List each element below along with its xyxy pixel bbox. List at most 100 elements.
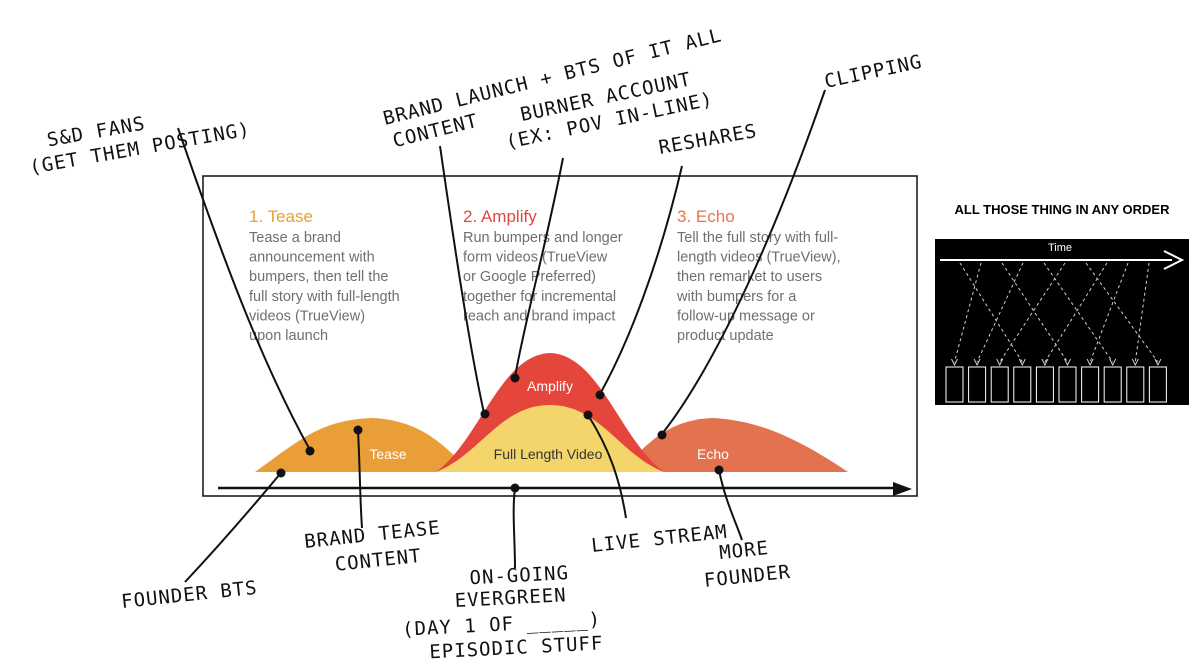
dot-clipping (657, 430, 667, 440)
order-arrowhead (1109, 358, 1117, 367)
annotation-brand-tease: BRAND TEASE CONTENT (303, 517, 441, 576)
pointer-brand-launch (439, 145, 485, 414)
time-axis (217, 486, 899, 490)
phase-title-tease: 1. Tease (249, 207, 313, 226)
curve-label-echo: Echo (697, 446, 729, 462)
time-axis-arrowhead (893, 482, 912, 496)
dot-reshares (595, 390, 605, 400)
phase-body-line: product update (677, 328, 774, 344)
pointer-founder-bts (184, 473, 281, 583)
dot-sd-fans (305, 446, 315, 456)
order-arrowhead (973, 358, 981, 367)
phase-body-line: reach and brand impact (463, 308, 615, 324)
order-box (1103, 366, 1122, 403)
order-arrowhead (1018, 358, 1026, 367)
order-dashed-arrow (954, 262, 982, 363)
order-box (990, 366, 1009, 403)
phase-body-line: full story with full-length (249, 289, 400, 305)
phase-body-line: then remarket to users (677, 269, 822, 285)
order-arrowhead (996, 358, 1004, 367)
phase-body-line: follow-up message or (677, 308, 815, 324)
phase-amplify: 2. Amplify Run bumpers and longer form vi… (463, 207, 623, 324)
pointer-dots (276, 373, 724, 493)
time-label: Time (1048, 242, 1072, 254)
curve-tease (255, 418, 470, 472)
order-box (1035, 366, 1054, 403)
annotation-ongoing: ON-GOING EVERGREEN (DAY 1 OF _____) EPIS… (402, 562, 604, 663)
pointer-sd-fans (177, 127, 311, 451)
order-arrowhead (1086, 358, 1094, 367)
phase-body-line: upon launch (249, 328, 328, 344)
pointer-burner (514, 157, 564, 378)
order-arrowhead (1154, 358, 1162, 367)
order-arrowhead (1064, 358, 1071, 367)
annotation-founder-bts: FOUNDER BTS (120, 577, 258, 613)
phase-body-line: Tease a brand (249, 230, 341, 246)
annotation-clipping: CLIPPING (822, 51, 924, 93)
order-box (1148, 366, 1167, 403)
svg-text:BRAND TEASE: BRAND TEASE (303, 517, 441, 553)
order-box (945, 366, 964, 403)
order-dashed-arrow (999, 262, 1066, 363)
svg-text:MORE: MORE (718, 537, 770, 564)
order-box (1081, 366, 1100, 403)
phase-title-echo: 3. Echo (677, 207, 735, 226)
pointer-brand-tease (357, 429, 363, 529)
order-arrowhead (951, 358, 958, 367)
svg-text:EVERGREEN: EVERGREEN (454, 584, 567, 612)
annotation-sd-fans: S&D FANS (GET THEM POSTING) (28, 112, 252, 178)
order-panel: Time (935, 239, 1189, 405)
annotation-live-stream: LIVE STREAM (590, 521, 728, 557)
svg-text:ON-GOING: ON-GOING (469, 562, 570, 589)
order-panel-title: ALL THOSE THING IN ANY ORDER (955, 202, 1171, 217)
order-arrowhead (1041, 358, 1049, 367)
order-dashed-arrow (1001, 262, 1068, 363)
panel-boxes (945, 366, 1167, 403)
phase-body-echo: Tell the full story with full-length vid… (676, 230, 841, 344)
svg-text:FOUNDER: FOUNDER (703, 561, 792, 592)
order-dashed-arrow (959, 262, 1023, 363)
curve-label-amplify: Amplify (527, 378, 573, 394)
order-dashed-arrow (976, 262, 1024, 363)
curve-label-tease: Tease (369, 446, 407, 462)
phase-body-line: form videos (TrueView (463, 250, 608, 266)
order-box (1013, 366, 1032, 403)
order-dashed-arrow (1134, 262, 1150, 363)
phase-echo: 3. Echo Tell the full story with full-le… (676, 207, 841, 344)
order-dashed-arrow (1043, 262, 1114, 363)
pointer-reshares (599, 165, 683, 395)
phase-body-line: Run bumpers and longer (463, 230, 623, 246)
dot-ongoing (510, 483, 520, 493)
order-dashed-arrow (1044, 262, 1108, 363)
phase-body-line: or Google Preferred) (463, 269, 596, 285)
order-box (1058, 366, 1077, 403)
phase-title-amplify: 2. Amplify (463, 207, 537, 226)
curve-echo (620, 418, 848, 472)
order-box (1126, 366, 1145, 403)
order-box (968, 366, 987, 403)
order-panel-background (935, 239, 1189, 405)
phase-body-amplify: Run bumpers and longer form videos (TrueV… (463, 230, 623, 324)
pointer-live-stream (587, 414, 627, 519)
order-arrowhead (1131, 358, 1139, 367)
dot-brand-tease (353, 425, 363, 435)
dot-founder-bts (276, 468, 286, 478)
pointer-clipping (661, 89, 826, 435)
dot-burner (510, 373, 520, 383)
pointer-more-founder (718, 469, 743, 541)
annotation-reshares: RESHARES (657, 120, 759, 159)
phase-body-line: with bumpers for a (676, 289, 797, 305)
phase-body-line: Tell the full story with full- (677, 230, 838, 246)
phase-body-line: videos (TrueView) (249, 308, 365, 324)
phase-body-tease: Tease a brand announcement with bumpers, t… (249, 230, 400, 344)
phase-body-line: together for incremental (463, 289, 616, 305)
phase-body-line: announcement with (249, 250, 375, 266)
curve-label-full-length: Full Length Video (494, 446, 603, 462)
panel-time-arrowhead (1163, 250, 1185, 270)
pointer-ongoing (512, 487, 516, 569)
phase-body-line: bumpers, then tell the (249, 269, 388, 285)
phase-tease: 1. Tease Tease a brand announcement with b… (249, 207, 400, 344)
panel-dashed-arrows (951, 262, 1162, 367)
svg-text:CONTENT: CONTENT (334, 545, 423, 576)
